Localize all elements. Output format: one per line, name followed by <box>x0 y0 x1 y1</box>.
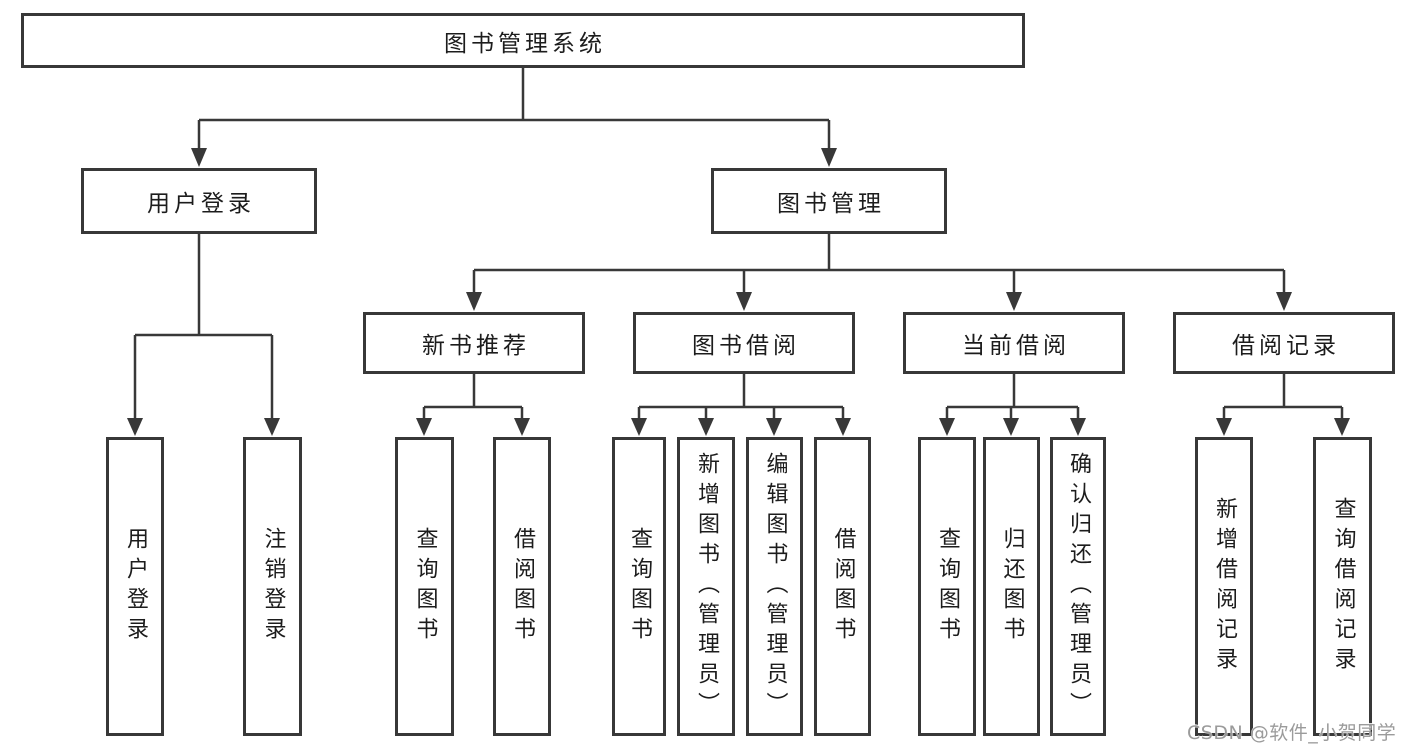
leaf-label: 用户登录 <box>123 526 148 647</box>
node-leaf-return-books: 归还图书 <box>983 437 1040 736</box>
node-leaf-query-books-2: 查询图书 <box>612 437 666 736</box>
leaf-label: 查询图书 <box>935 526 960 647</box>
node-leaf-edit-book-admin: 编辑图书（管理员） <box>746 437 803 736</box>
node-book-borrowing: 图书借阅 <box>633 312 855 374</box>
node-leaf-borrow-books-1: 借阅图书 <box>493 437 551 736</box>
leaf-label: 借阅图书 <box>830 526 856 647</box>
node-library-management-system: 图书管理系统 <box>21 13 1025 68</box>
leaf-label: 借阅图书 <box>510 526 535 647</box>
node-book-management: 图书管理 <box>711 168 947 234</box>
node-leaf-confirm-return-admin: 确认归还（管理员） <box>1050 437 1106 736</box>
leaf-label: 查询图书 <box>627 526 652 647</box>
node-leaf-query-books-3: 查询图书 <box>918 437 976 736</box>
leaf-label: 注销登录 <box>260 526 286 647</box>
node-leaf-logout: 注销登录 <box>243 437 302 736</box>
node-leaf-query-books-1: 查询图书 <box>395 437 454 736</box>
node-leaf-add-borrow-record: 新增借阅记录 <box>1195 437 1253 736</box>
leaf-label: 新增借阅记录 <box>1212 496 1237 677</box>
leaf-label: 新增图书（管理员） <box>694 451 719 722</box>
node-current-borrowing: 当前借阅 <box>903 312 1125 374</box>
node-leaf-add-book-admin: 新增图书（管理员） <box>677 437 735 736</box>
node-borrowing-records: 借阅记录 <box>1173 312 1395 374</box>
node-leaf-query-borrow-record: 查询借阅记录 <box>1313 437 1372 736</box>
leaf-label: 查询借阅记录 <box>1330 496 1356 677</box>
watermark-text: CSDN @软件_小贺同学 <box>1187 722 1397 744</box>
node-new-book-recommend: 新书推荐 <box>363 312 585 374</box>
node-leaf-user-login: 用户登录 <box>106 437 164 736</box>
leaf-label: 归还图书 <box>999 526 1025 647</box>
node-user-login: 用户登录 <box>81 168 317 234</box>
leaf-label: 查询图书 <box>412 526 438 647</box>
leaf-label: 编辑图书（管理员） <box>762 451 788 722</box>
leaf-label: 确认归还（管理员） <box>1066 451 1091 722</box>
node-leaf-borrow-books-2: 借阅图书 <box>814 437 871 736</box>
